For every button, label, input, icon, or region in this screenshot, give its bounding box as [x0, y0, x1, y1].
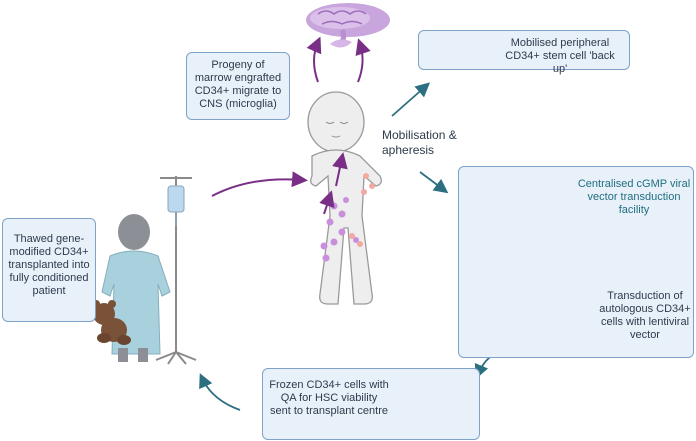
- progeny-label: Progeny of marrow engrafted CD34+ migrat…: [194, 59, 282, 110]
- frozen-label: Frozen CD34+ cells with QA for HSC viabi…: [269, 379, 389, 417]
- arrow-to-patient: [199, 373, 241, 411]
- iv-stand-icon: [155, 176, 197, 365]
- facility-panel: [458, 166, 694, 358]
- teddy-bear-icon: [92, 300, 131, 345]
- transduction-label: Transduction of autologous CD34+ cells w…: [599, 290, 691, 341]
- infant-figure: [307, 91, 382, 305]
- brain-icon: [306, 3, 390, 48]
- pink-cells-on-body: [349, 173, 375, 247]
- arrow-to-mobilised: [391, 82, 431, 117]
- mobilisation-label: Mobilisation & apheresis: [382, 128, 457, 157]
- arrow-patient-to-infant: [211, 171, 308, 197]
- mobilised-box: Mobilised peripheral CD34+ stem cell 'ba…: [418, 30, 630, 75]
- mobilised-label: Mobilised peripheral CD34+ stem cell 'ba…: [505, 37, 615, 75]
- thawed-label: Thawed gene-modified CD34+ transplanted …: [8, 233, 90, 297]
- arrow-body-1: [319, 190, 335, 215]
- arrow-to-brain-left: [306, 36, 322, 83]
- arrow-to-brain-right: [355, 38, 371, 83]
- centralised-label: Centralised cGMP viral vector transducti…: [577, 178, 691, 216]
- arrow-to-facility: [419, 171, 449, 194]
- thawed-box: Thawed gene-modified CD34+ transplanted …: [2, 218, 96, 322]
- arrow-body-2: [332, 152, 348, 187]
- frozen-box: Frozen CD34+ cells with QA for HSC viabi…: [262, 368, 480, 440]
- progeny-box: Progeny of marrow engrafted CD34+ migrat…: [186, 52, 290, 120]
